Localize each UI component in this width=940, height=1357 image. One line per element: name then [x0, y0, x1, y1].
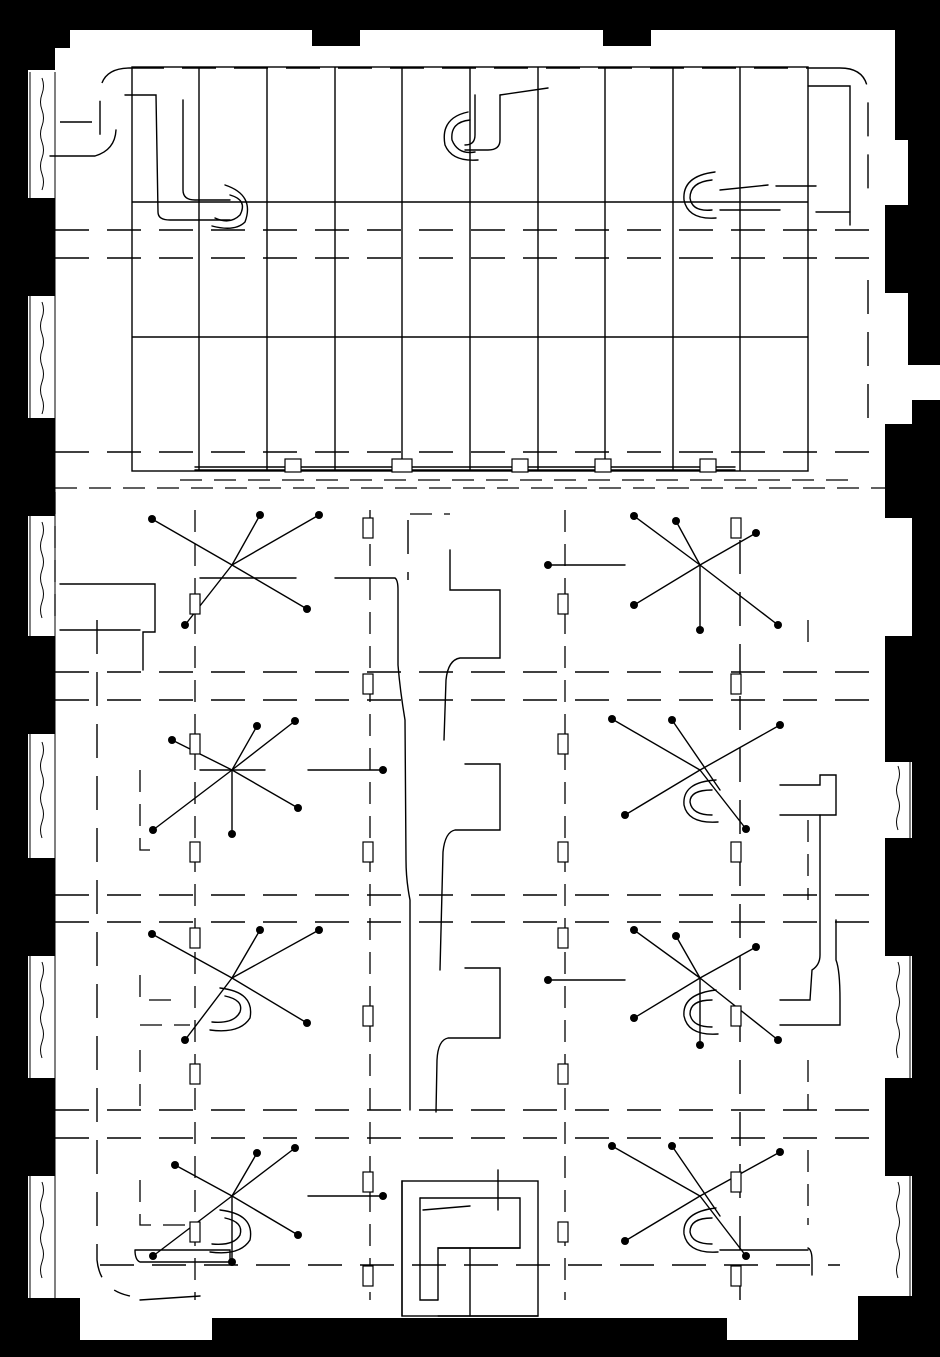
sensor-clusters	[148, 511, 784, 1266]
ceiling-grid	[131, 66, 809, 472]
cluster-5	[148, 926, 323, 1044]
top-duct-runs	[49, 67, 885, 620]
sensor-boxes	[189, 517, 742, 1287]
stair-core	[401, 1169, 539, 1317]
cluster-6	[544, 926, 782, 1049]
cluster-8	[608, 1142, 784, 1260]
top-diffuser-curls	[211, 111, 717, 229]
lower-duct-runs	[55, 280, 885, 1301]
cluster-2	[544, 512, 782, 634]
top-sensors	[284, 458, 717, 473]
cluster-7	[149, 1144, 387, 1266]
cluster-1	[148, 511, 323, 629]
window-glazing	[29, 72, 911, 1300]
cluster-3	[149, 717, 387, 838]
cluster-4	[608, 715, 784, 833]
